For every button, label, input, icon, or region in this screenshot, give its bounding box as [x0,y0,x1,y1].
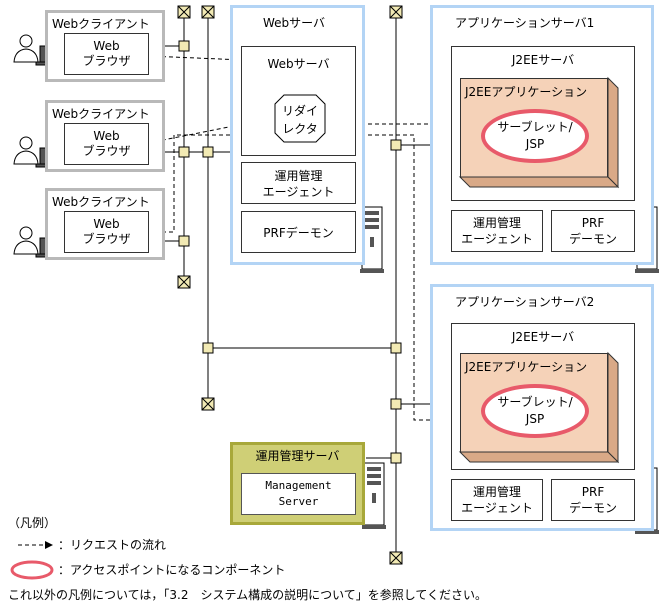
management-server: 運用管理サーバ Management Server [230,442,365,525]
server-icon [360,206,384,273]
servlet-label: サーブレット/ [497,395,573,409]
web-server: Webサーバ Webサーバ リダイ レクタ 運用管理 エージェント PRFデーモ… [230,5,365,265]
app-server-label: アプリケーションサーバ2 [455,295,595,309]
browser-box: Web ブラウザ [64,33,149,75]
legend-request-flow: ：リクエストの流れ [58,538,167,552]
connection-nodes [178,40,402,464]
app-3d-edge [458,76,620,189]
management-server-box: Management Server [241,473,356,515]
servlet-label: サーブレット/ [497,120,573,134]
web-client-3: Webクライアント Web ブラウザ [45,188,165,260]
servlet-ellipse [481,384,589,438]
terminators [177,5,403,565]
web-client-1: Webクライアント Web ブラウザ [45,10,165,82]
app-server-2: アプリケーションサーバ2 J2EEサーバ J2EEアプリケーション サーブレット… [430,284,654,531]
mgmt-server-label: 運用管理サーバ [255,449,340,463]
browser-box: Web ブラウザ [64,211,149,253]
legend-note: これ以外の凡例については，「3.2 システム構成の説明について」を参照してくださ… [8,588,488,602]
client-label: Webクライアント [52,107,150,121]
app-3d-edge [458,351,620,464]
browser-box: Web ブラウザ [64,123,149,165]
client-label: Webクライアント [52,17,150,31]
redirector-label: リダイ [281,104,318,118]
j2ee-application: J2EEアプリケーション サーブレット/ JSP [460,78,608,178]
client-label: Webクライアント [52,195,150,209]
agent-box: 運用管理 エージェント [451,210,543,252]
servlet-ellipse [481,109,589,163]
legend-access-point: ：アクセスポイントになるコンポーネント [58,563,286,577]
j2ee-application: J2EEアプリケーション サーブレット/ JSP [460,353,608,453]
redirector-shape [274,94,326,143]
prf-daemon-box: PRF デーモン [551,210,635,252]
agent-box: 運用管理 エージェント [241,162,356,204]
app-server-1: アプリケーションサーバ1 J2EEサーバ J2EEアプリケーション サーブレット… [430,5,654,265]
legend-title: （凡例） [8,516,57,530]
agent-box: 運用管理 エージェント [451,479,543,521]
prf-daemon-box: PRF デーモン [551,479,635,521]
prf-daemon-box: PRFデーモン [241,211,356,253]
app-server-label: アプリケーションサーバ1 [455,16,595,30]
web-server-label: Webサーバ [263,16,326,30]
server-icon [362,462,386,529]
web-client-2: Webクライアント Web ブラウザ [45,100,165,172]
